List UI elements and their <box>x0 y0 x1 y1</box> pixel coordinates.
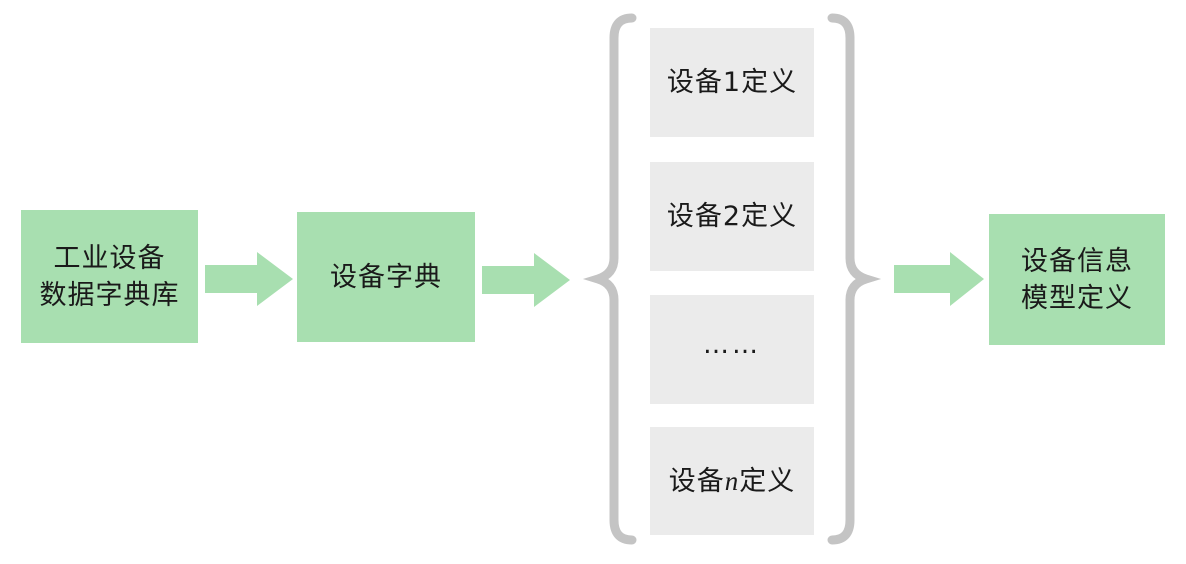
equipment-1-definition-node: 设备1定义 <box>650 28 814 137</box>
left-brace-icon <box>582 13 637 545</box>
right-brace-icon <box>827 13 882 545</box>
ellipsis-label: …… <box>703 330 761 360</box>
node-label-prefix: 设备 <box>668 465 725 497</box>
equipment-2-definition-node: 设备2定义 <box>650 162 814 271</box>
arrow-right-icon <box>205 252 293 306</box>
node-label-suffix: 定义 <box>739 465 796 497</box>
ellipsis-definition-node: …… <box>650 295 814 404</box>
arrow-right-icon <box>482 253 570 307</box>
node-label: 设备字典 <box>330 261 442 293</box>
node-label: 设备n定义 <box>669 463 796 500</box>
node-label: 设备2定义 <box>666 201 798 232</box>
node-label-line-2: 模型定义 <box>1021 282 1133 314</box>
node-label-variable: n <box>724 465 740 496</box>
node-label-line-2: 数据字典库 <box>39 279 180 311</box>
equipment-information-model-definition-node: 设备信息 模型定义 <box>989 214 1165 345</box>
industrial-equipment-dictionary-library-node: 工业设备 数据字典库 <box>21 210 198 343</box>
node-label: 设备信息 模型定义 <box>1021 243 1133 317</box>
node-label: 设备1定义 <box>666 67 798 98</box>
equipment-n-definition-node: 设备n定义 <box>650 427 814 535</box>
equipment-dictionary-node: 设备字典 <box>297 212 475 342</box>
node-label-line-1: 设备信息 <box>1021 245 1133 277</box>
node-label: 工业设备 数据字典库 <box>40 240 180 314</box>
arrow-right-icon <box>894 252 984 306</box>
node-label-line-1: 工业设备 <box>53 242 166 274</box>
